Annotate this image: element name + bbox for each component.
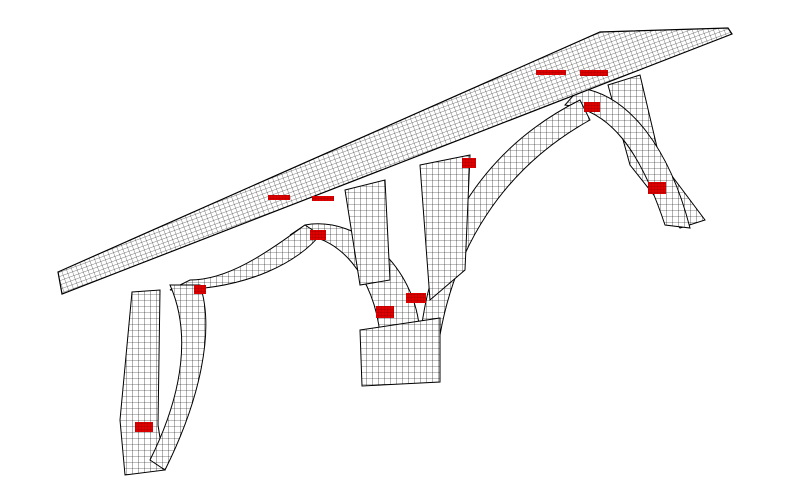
highlight-patch (584, 102, 600, 112)
bridge-deck (57, 27, 733, 295)
highlight-patch (376, 306, 394, 318)
left-support-leg (119, 224, 321, 476)
highlight-patch (462, 158, 476, 168)
right-support-leg (563, 74, 706, 229)
highlight-patch (194, 285, 206, 294)
highlight-patch (580, 70, 608, 76)
highlight-patch (312, 196, 334, 201)
highlight-patch (536, 70, 566, 75)
highlight-patch (268, 195, 290, 200)
highlighted-elements (135, 70, 666, 432)
highlight-patch (406, 293, 426, 303)
highlight-patch (648, 182, 666, 194)
highlight-patch (310, 230, 326, 240)
highlight-patch (135, 422, 153, 432)
